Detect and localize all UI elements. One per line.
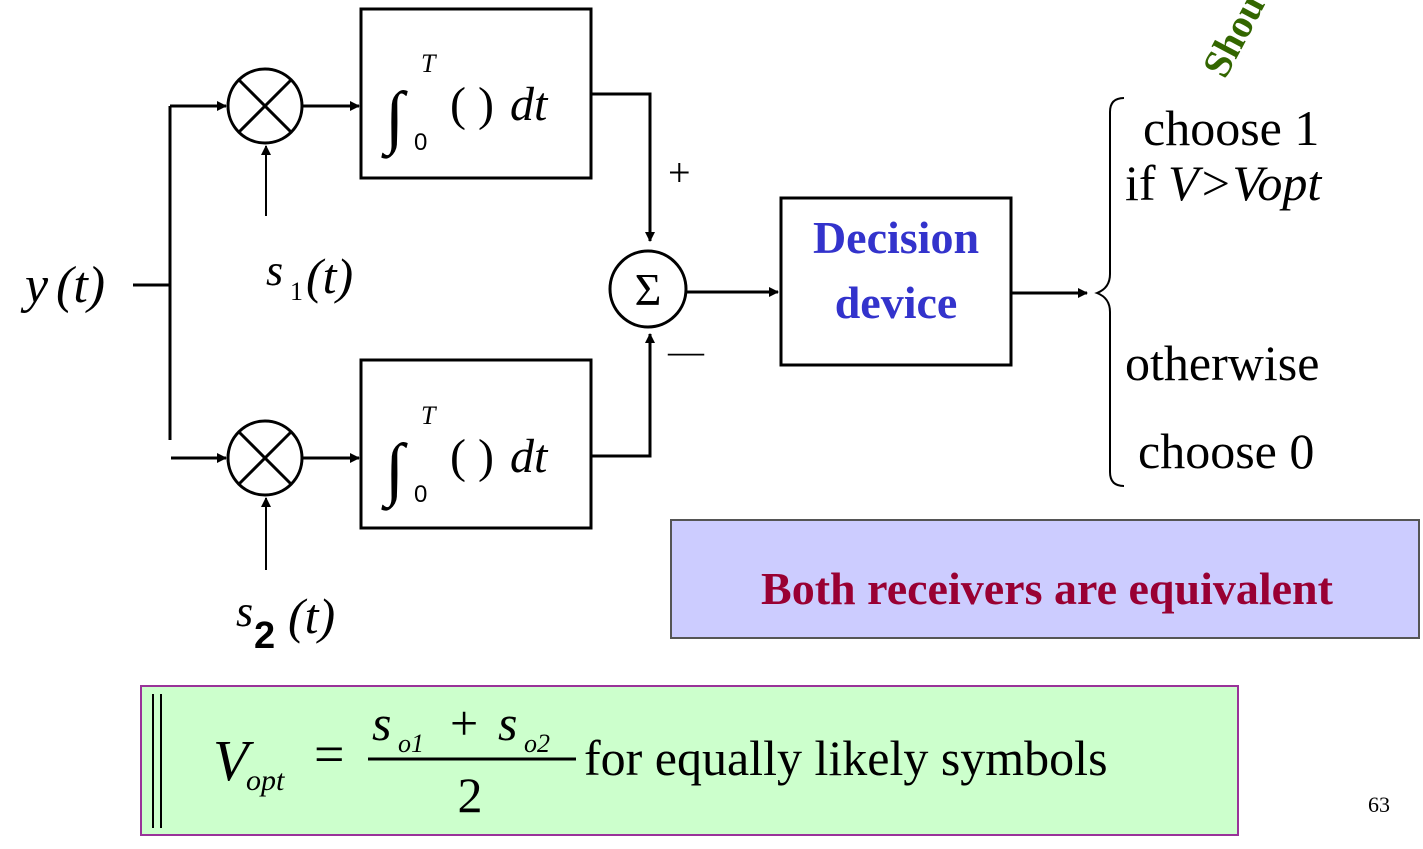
outcome-choose-0: choose 0 [1138,423,1314,479]
plus-sign: + [668,150,691,195]
s2-label: s 2 (t) [236,587,335,657]
bottom-integrator-block: ∫ T 0 ( ) dt [359,358,593,530]
svg-text:0: 0 [414,481,427,508]
svg-text:s: s [266,246,283,295]
s1-label: s 1 (t) [266,246,353,306]
equivalence-note: Both receivers are equivalent [670,519,1420,639]
svg-text:=: = [314,724,344,784]
svg-text:∫: ∫ [381,431,408,511]
top-multiplier-icon [226,67,304,145]
outcome-choose-1: choose 1 [1143,100,1319,156]
svg-text:∫: ∫ [381,79,408,159]
svg-text:dt: dt [510,430,549,483]
svg-text:T: T [421,49,437,78]
svg-text:(t): (t) [306,248,353,304]
svg-text:opt: opt [246,764,285,797]
svg-text:0: 0 [414,129,427,156]
svg-text:Decision: Decision [813,212,979,263]
summer-icon: Σ [608,249,688,329]
svg-text:s: s [236,587,253,636]
svg-text:s: s [372,695,391,751]
vopt-formula-box: V opt = s o1 + s o2 2 for equally likely… [140,685,1239,836]
top-integrator-block: ∫ T 0 ( ) dt [359,7,593,180]
minus-sign: — [667,331,705,371]
svg-text:+: + [450,695,478,751]
svg-text:(t): (t) [288,588,335,644]
page-number: 63 [1368,792,1390,817]
decision-brace [1094,97,1125,487]
svg-text:dt: dt [510,78,549,131]
svg-text:1: 1 [290,277,303,306]
outcome-otherwise: otherwise [1125,335,1319,391]
bottom-multiplier-icon [226,419,304,497]
decision-device-block: Decision device [779,196,1013,367]
svg-text:(t): (t) [56,257,105,314]
input-signal-label: y (t) [20,257,105,314]
bottom-integrator-out-arrow [591,333,655,458]
svg-text:( ): ( ) [450,430,494,483]
watermark-text: Shou [1193,0,1273,84]
svg-text:device: device [835,277,958,328]
svg-text:Both receivers are equivalent: Both receivers are equivalent [761,563,1334,614]
svg-text:o2: o2 [524,729,550,758]
svg-text:for equally likely symbols: for equally likely symbols [584,730,1108,786]
svg-text:y: y [20,257,49,314]
svg-text:s: s [498,695,517,751]
top-integrator-out-arrow [591,92,655,242]
svg-text:T: T [421,401,437,430]
svg-text:Σ: Σ [635,264,662,315]
svg-text:o1: o1 [398,729,424,758]
svg-text:2: 2 [254,615,275,657]
svg-text:( ): ( ) [450,78,494,131]
svg-text:2: 2 [458,767,483,823]
svg-text:V: V [213,728,255,793]
outcome-condition: if V>Vopt [1125,155,1322,211]
